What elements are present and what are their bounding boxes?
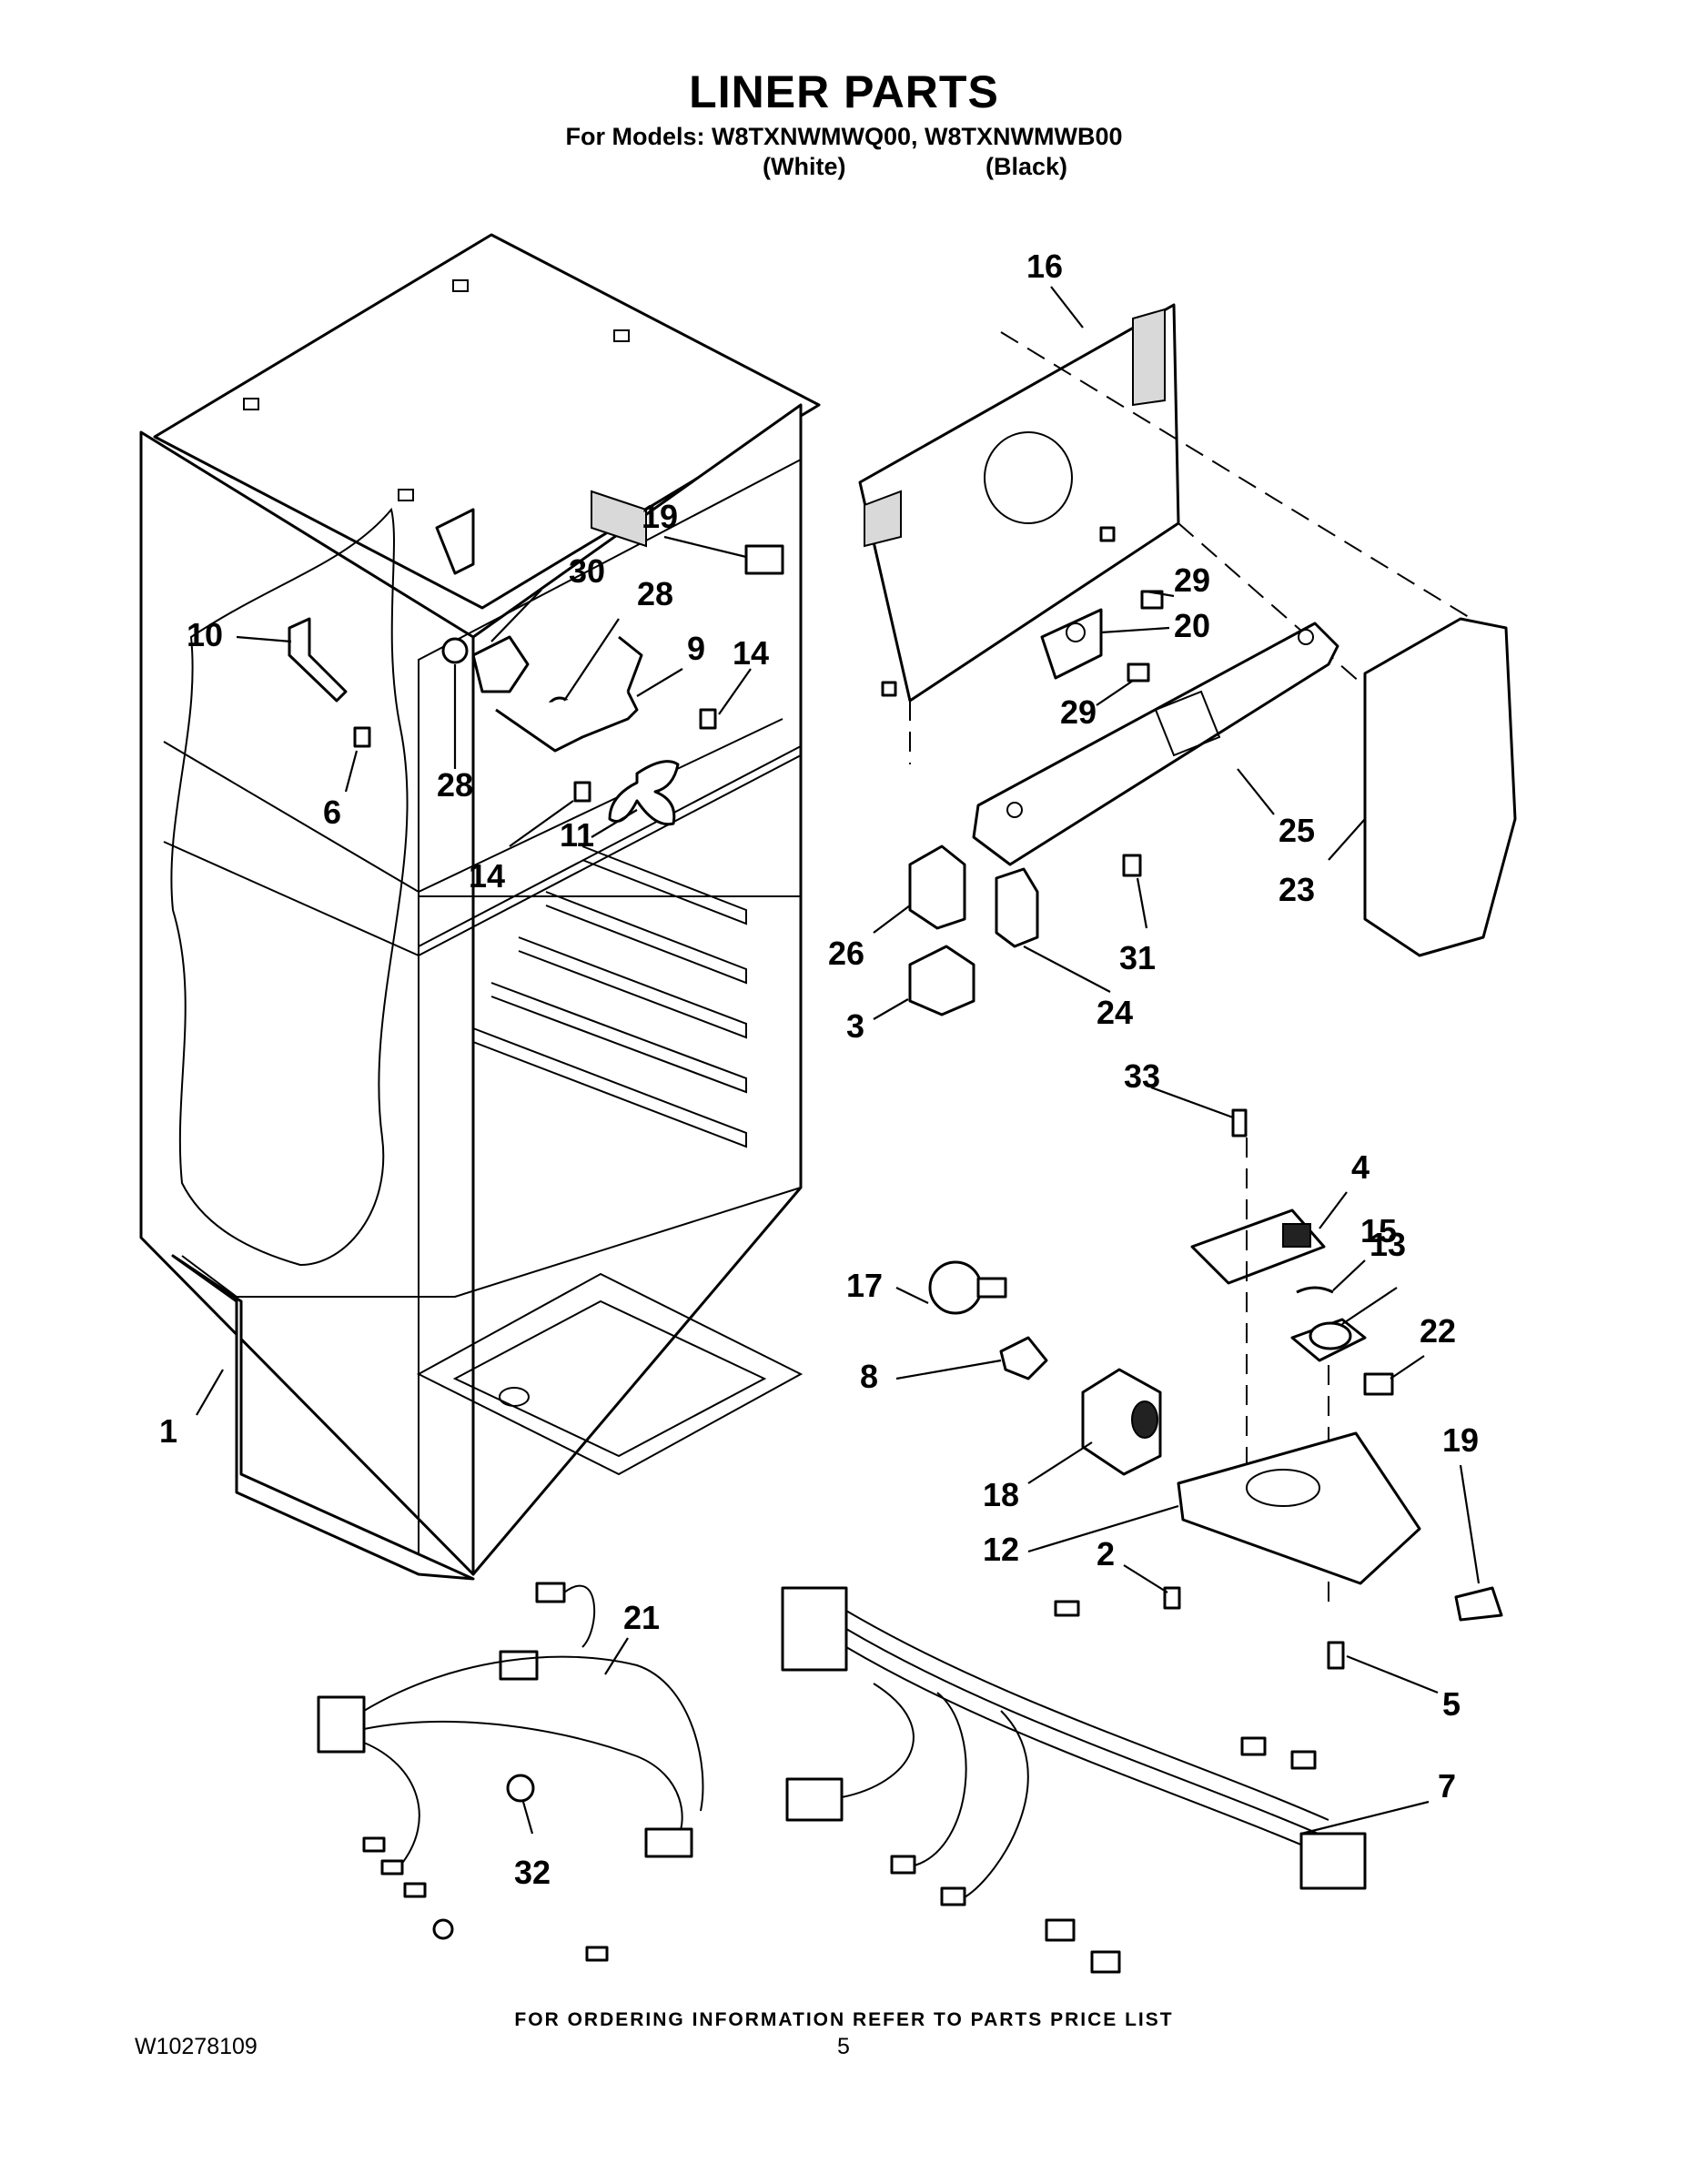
- callout-12: 12: [983, 1531, 1019, 1568]
- light-switch-parts: [908, 844, 1039, 1016]
- part-callouts: 1 2 3 4 5 6 7 8 9 10 11 12 13 14 14 15 1…: [159, 248, 1479, 1891]
- callout-31: 31: [1119, 939, 1156, 976]
- callout-24: 24: [1097, 994, 1133, 1031]
- callout-10: 10: [187, 616, 223, 653]
- leader-lines: [196, 286, 1481, 1835]
- callout-22: 22: [1420, 1312, 1456, 1350]
- callout-33: 33: [1124, 1057, 1160, 1095]
- callout-2: 2: [1097, 1535, 1115, 1572]
- callout-16: 16: [1026, 248, 1063, 285]
- callout-28-lower: 28: [437, 766, 473, 804]
- callout-8: 8: [860, 1358, 878, 1395]
- variant-black: (Black): [986, 153, 1068, 180]
- variant-white: (White): [763, 153, 846, 180]
- page-number: 5: [837, 2034, 850, 2059]
- callout-1: 1: [159, 1412, 177, 1450]
- evaporator-fan-assembly: [288, 490, 784, 826]
- callout-29-lower: 29: [1060, 693, 1097, 731]
- side-cover: [1363, 617, 1517, 957]
- callout-7: 7: [1438, 1767, 1456, 1805]
- shelf-rails: [472, 845, 747, 1148]
- callout-21: 21: [623, 1599, 660, 1636]
- callout-20: 20: [1174, 607, 1210, 644]
- model-list: For Models: W8TXNWMWQ00, W8TXNWMWB00: [565, 123, 1123, 150]
- document-number: W10278109: [135, 2034, 258, 2059]
- ordering-note: FOR ORDERING INFORMATION REFER TO PARTS …: [514, 2009, 1174, 2030]
- callout-32: 32: [514, 1854, 551, 1891]
- callout-28-upper: 28: [637, 575, 673, 612]
- callout-3: 3: [846, 1007, 864, 1045]
- callout-19-lower: 19: [1442, 1421, 1479, 1459]
- callout-4: 4: [1351, 1148, 1370, 1186]
- wiring-harness-21: [317, 1582, 704, 1962]
- bracket-20: [1040, 590, 1164, 682]
- callout-6: 6: [323, 794, 341, 831]
- light-housing-assembly: [928, 1260, 1503, 1670]
- callout-29-upper: 29: [1174, 561, 1210, 599]
- callout-11: 11: [560, 816, 594, 854]
- callout-13: 13: [1370, 1226, 1406, 1263]
- callout-23: 23: [1279, 871, 1315, 908]
- callout-30: 30: [569, 552, 605, 590]
- callout-5: 5: [1442, 1685, 1461, 1723]
- screws-left: [353, 708, 717, 803]
- callout-19-upper: 19: [642, 498, 678, 535]
- callout-14-upper: 14: [733, 634, 769, 672]
- callout-15: 15: [1360, 1212, 1397, 1249]
- callout-26: 26: [828, 935, 864, 972]
- page-title: LINER PARTS: [689, 66, 999, 117]
- callout-17: 17: [846, 1267, 883, 1304]
- callout-9: 9: [687, 630, 705, 667]
- wiring-harness-7: [781, 1586, 1367, 1974]
- callout-25: 25: [1279, 812, 1315, 849]
- air-diffuser: [972, 622, 1339, 877]
- refrigerator-liner: [139, 233, 821, 1581]
- callout-18: 18: [983, 1476, 1019, 1513]
- callout-14-lower: 14: [469, 857, 505, 895]
